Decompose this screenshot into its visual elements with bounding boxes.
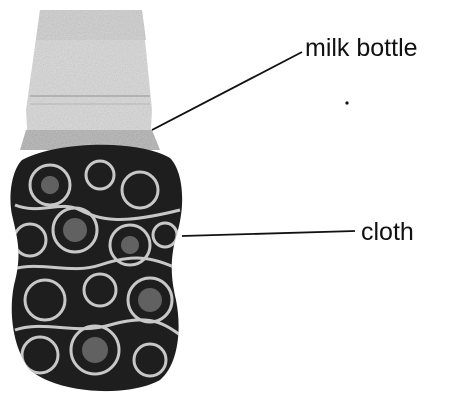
cloth-label: cloth <box>361 218 414 246</box>
stray-dot <box>345 101 348 104</box>
milk-bottle-label: milk bottle <box>305 34 418 62</box>
milk-bottle-leader-line <box>152 52 302 130</box>
bottle-cap <box>20 10 160 150</box>
cloth-wrap <box>10 145 182 391</box>
cloth-leader-line <box>182 231 355 236</box>
